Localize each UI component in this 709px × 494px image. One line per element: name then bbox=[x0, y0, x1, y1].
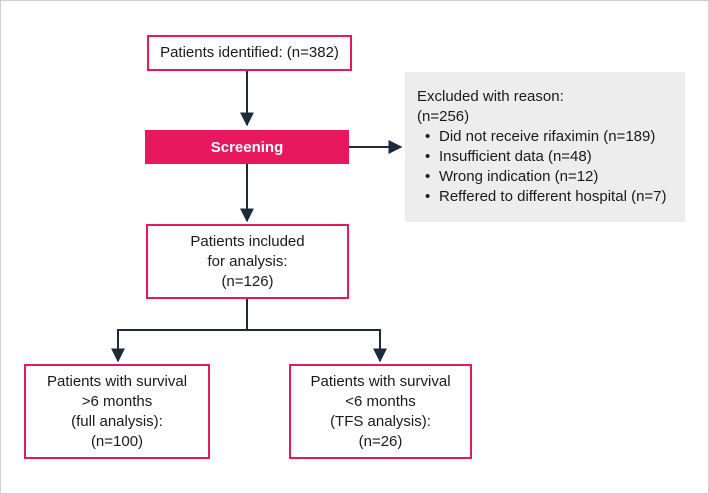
screening-box: Screening bbox=[145, 130, 349, 164]
survival-short-line: (n=26) bbox=[358, 432, 403, 450]
included-line: for analysis: bbox=[207, 252, 288, 270]
survival-long-line: Patients with survival bbox=[46, 372, 188, 390]
included-line: Patients included bbox=[190, 232, 305, 250]
excluded-reason-item: Insufficient data (n=48) bbox=[425, 147, 675, 167]
survival-long-line: >6 months bbox=[81, 392, 153, 410]
included-line: (n=126) bbox=[221, 272, 274, 290]
excluded-reason-item: Wrong indication (n=12) bbox=[425, 167, 675, 187]
survival-long-line: (n=100) bbox=[90, 432, 144, 450]
excluded-count: (n=256) bbox=[417, 108, 470, 125]
excluded-reasons-list: Did not receive rifaximin (n=189) Insuff… bbox=[417, 127, 675, 207]
excluded-heading: Excluded with reason: bbox=[417, 88, 564, 105]
screening-label: Screening bbox=[210, 138, 284, 156]
survival-short-line: (TFS analysis): bbox=[330, 412, 431, 430]
excluded-reason-item: Did not receive rifaximin (n=189) bbox=[425, 127, 675, 147]
survival-long-line: (full analysis): bbox=[71, 412, 163, 430]
patients-included-box: Patients included for analysis: (n=126) bbox=[146, 224, 349, 299]
survival-under-6-months-box: Patients with survival <6 months (TFS an… bbox=[289, 364, 472, 459]
patients-identified-box: Patients identified: (n=382) bbox=[147, 35, 352, 71]
survival-over-6-months-box: Patients with survival >6 months (full a… bbox=[24, 364, 210, 459]
patients-identified-text: Patients identified: (n=382) bbox=[160, 44, 339, 61]
excluded-box: Excluded with reason: (n=256) Did not re… bbox=[405, 72, 685, 222]
survival-short-line: Patients with survival bbox=[310, 372, 451, 390]
survival-short-line: <6 months bbox=[345, 392, 416, 410]
excluded-reason-item: Reffered to different hospital (n=7) bbox=[425, 187, 675, 207]
